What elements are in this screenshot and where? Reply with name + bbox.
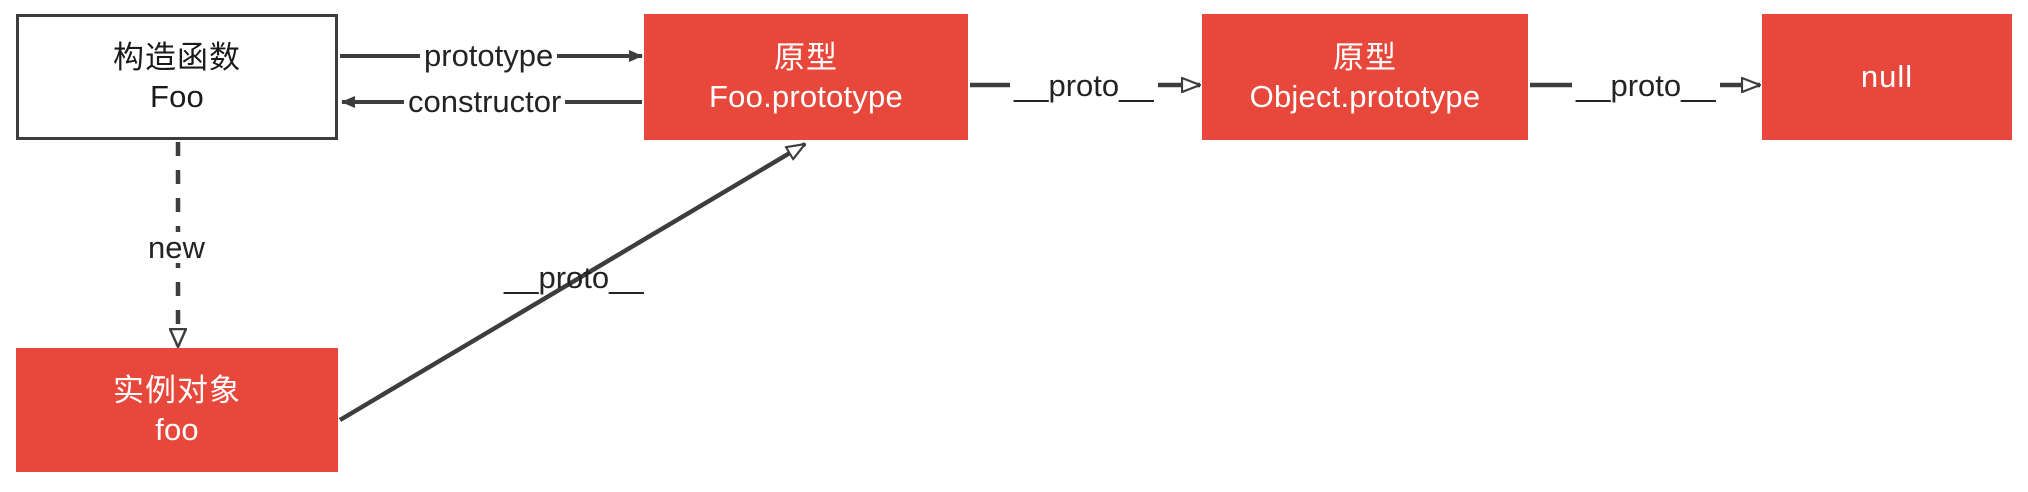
- edge-label-constructor: constructor: [404, 86, 566, 117]
- edge-label-proto-3: __proto__: [504, 260, 644, 295]
- edge-label-proto-2: __proto__: [1572, 70, 1720, 101]
- node-null[interactable]: null: [1762, 14, 2012, 140]
- node-foo-prototype[interactable]: 原型 Foo.prototype: [644, 14, 968, 140]
- node-instance-foo[interactable]: 实例对象 foo: [16, 348, 338, 472]
- edge-label-prototype: prototype: [420, 40, 558, 71]
- node-object-prototype-line1: 原型: [1333, 39, 1397, 75]
- node-foo-prototype-line2: Foo.prototype: [709, 79, 903, 114]
- node-foo-prototype-line1: 原型: [774, 39, 838, 75]
- node-null-label: null: [1860, 59, 1914, 95]
- edge-label-new: new: [144, 232, 209, 263]
- node-constructor-foo[interactable]: 构造函数 Foo: [16, 14, 338, 140]
- node-object-prototype-line2: Object.prototype: [1249, 79, 1481, 114]
- edge-label-proto-1: __proto__: [1010, 70, 1158, 101]
- node-constructor-foo-line2: Foo: [149, 79, 205, 114]
- node-instance-foo-line1: 实例对象: [113, 372, 241, 408]
- node-constructor-foo-line1: 构造函数: [113, 39, 241, 75]
- node-object-prototype[interactable]: 原型 Object.prototype: [1202, 14, 1528, 140]
- node-instance-foo-line2: foo: [155, 412, 199, 447]
